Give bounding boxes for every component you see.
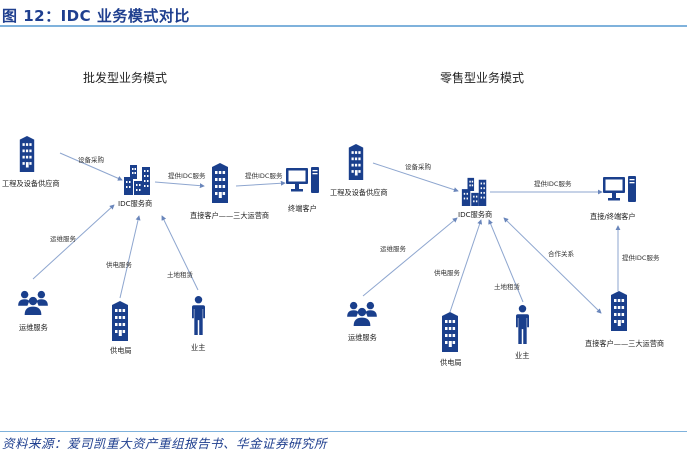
edge-ops-to-idc [362, 217, 458, 297]
node-idc: IDC服务商 [458, 177, 492, 219]
computer-icon [603, 176, 636, 202]
panel-title: 零售型业务模式 [440, 70, 524, 85]
title-divider [0, 25, 687, 27]
edge-label: 运维服务 [50, 234, 77, 243]
edge-label: 提供IDC服务 [245, 171, 283, 180]
node-label: 运维服务 [19, 323, 48, 332]
edge-label: 合作关系 [548, 249, 575, 258]
building-icon [611, 291, 627, 331]
panel-title: 批发型业务模式 [83, 70, 167, 85]
node-label: 运维服务 [348, 333, 377, 342]
edge-label: 运维服务 [380, 244, 407, 253]
node-owner: 业主 [191, 296, 205, 352]
node-ops: 运维服务 [347, 301, 377, 342]
node-label: 供电局 [440, 358, 462, 367]
edge-label: 供电服务 [434, 268, 461, 277]
edge-power-to-idc [119, 215, 141, 299]
figure-title: 图 12：IDC 业务模式对比 [2, 7, 190, 25]
node-label: 直接客户——三大运营商 [585, 339, 664, 348]
node-end: 终端客户 [286, 167, 319, 213]
building-icon [442, 312, 458, 352]
edge-ops-to-idc [32, 204, 115, 280]
people-group-icon [347, 301, 377, 326]
building-icon [19, 136, 35, 172]
node-client: 直接/终端客户 [590, 176, 636, 221]
edge-direct-idc-partnership [503, 217, 602, 314]
panel-wholesale: 批发型业务模式 设备采购 提供IDC服务 提供IDC服务 运维服务 供电服务 土… [2, 70, 319, 355]
node-label: 工程及设备供应商 [330, 188, 388, 197]
edge-owner-to-idc [161, 215, 199, 291]
node-label: 终端客户 [288, 204, 317, 213]
node-supplier: 工程及设备供应商 [330, 144, 388, 197]
person-icon [516, 305, 529, 344]
node-label: 供电局 [110, 346, 132, 355]
node-label: IDC服务商 [458, 210, 492, 219]
edge-supplier-to-idc [59, 152, 123, 181]
edge-label: 土地租赁 [494, 282, 521, 291]
edge-label: 土地租赁 [167, 270, 194, 279]
node-power: 供电局 [440, 312, 462, 367]
node-direct: 直接客户——三大运营商 [585, 291, 664, 348]
node-idc: IDC服务商 [118, 165, 152, 208]
building-icon [112, 301, 128, 341]
node-ops: 运维服务 [18, 290, 48, 332]
node-supplier: 工程及设备供应商 [2, 136, 60, 188]
people-group-icon [18, 290, 48, 315]
edge-supplier-to-idc [372, 162, 459, 193]
node-label: 直接/终端客户 [590, 212, 636, 221]
edge-label: 设备采购 [78, 155, 105, 164]
source-divider [0, 431, 687, 432]
edge-label: 提供IDC服务 [168, 171, 206, 180]
source-note: 资料来源：爱司凯重大资产重组报告书、华金证券研究所 [2, 436, 328, 451]
edge-label: 设备采购 [405, 162, 432, 171]
building-icon [348, 144, 364, 180]
node-power: 供电局 [110, 301, 132, 355]
node-label: 业主 [515, 351, 529, 360]
edge-direct-to-end [235, 180, 286, 187]
node-label: 工程及设备供应商 [2, 179, 60, 188]
edge-idc-to-direct [154, 181, 205, 189]
office-complex-icon [461, 177, 487, 206]
node-label: 直接客户——三大运营商 [190, 211, 269, 220]
office-complex-icon [124, 165, 150, 195]
person-icon [192, 296, 205, 335]
node-direct: 直接客户——三大运营商 [190, 163, 269, 220]
edge-power-to-idc [449, 219, 483, 313]
edge-label: 供电服务 [106, 260, 133, 269]
node-owner: 业主 [515, 305, 529, 360]
building-icon [212, 163, 228, 203]
edge-label: 提供IDC服务 [622, 253, 660, 262]
edge-label: 提供IDC服务 [534, 179, 572, 188]
idc-business-model-diagram: 批发型业务模式 设备采购 提供IDC服务 提供IDC服务 运维服务 供电服务 土… [2, 70, 664, 367]
computer-icon [286, 167, 319, 193]
node-label: IDC服务商 [118, 199, 152, 208]
node-label: 业主 [191, 343, 205, 352]
panel-retail: 零售型业务模式 设备采购 提供IDC服务 运维服务 供电服务 土地租赁 合作关系… [330, 70, 664, 367]
